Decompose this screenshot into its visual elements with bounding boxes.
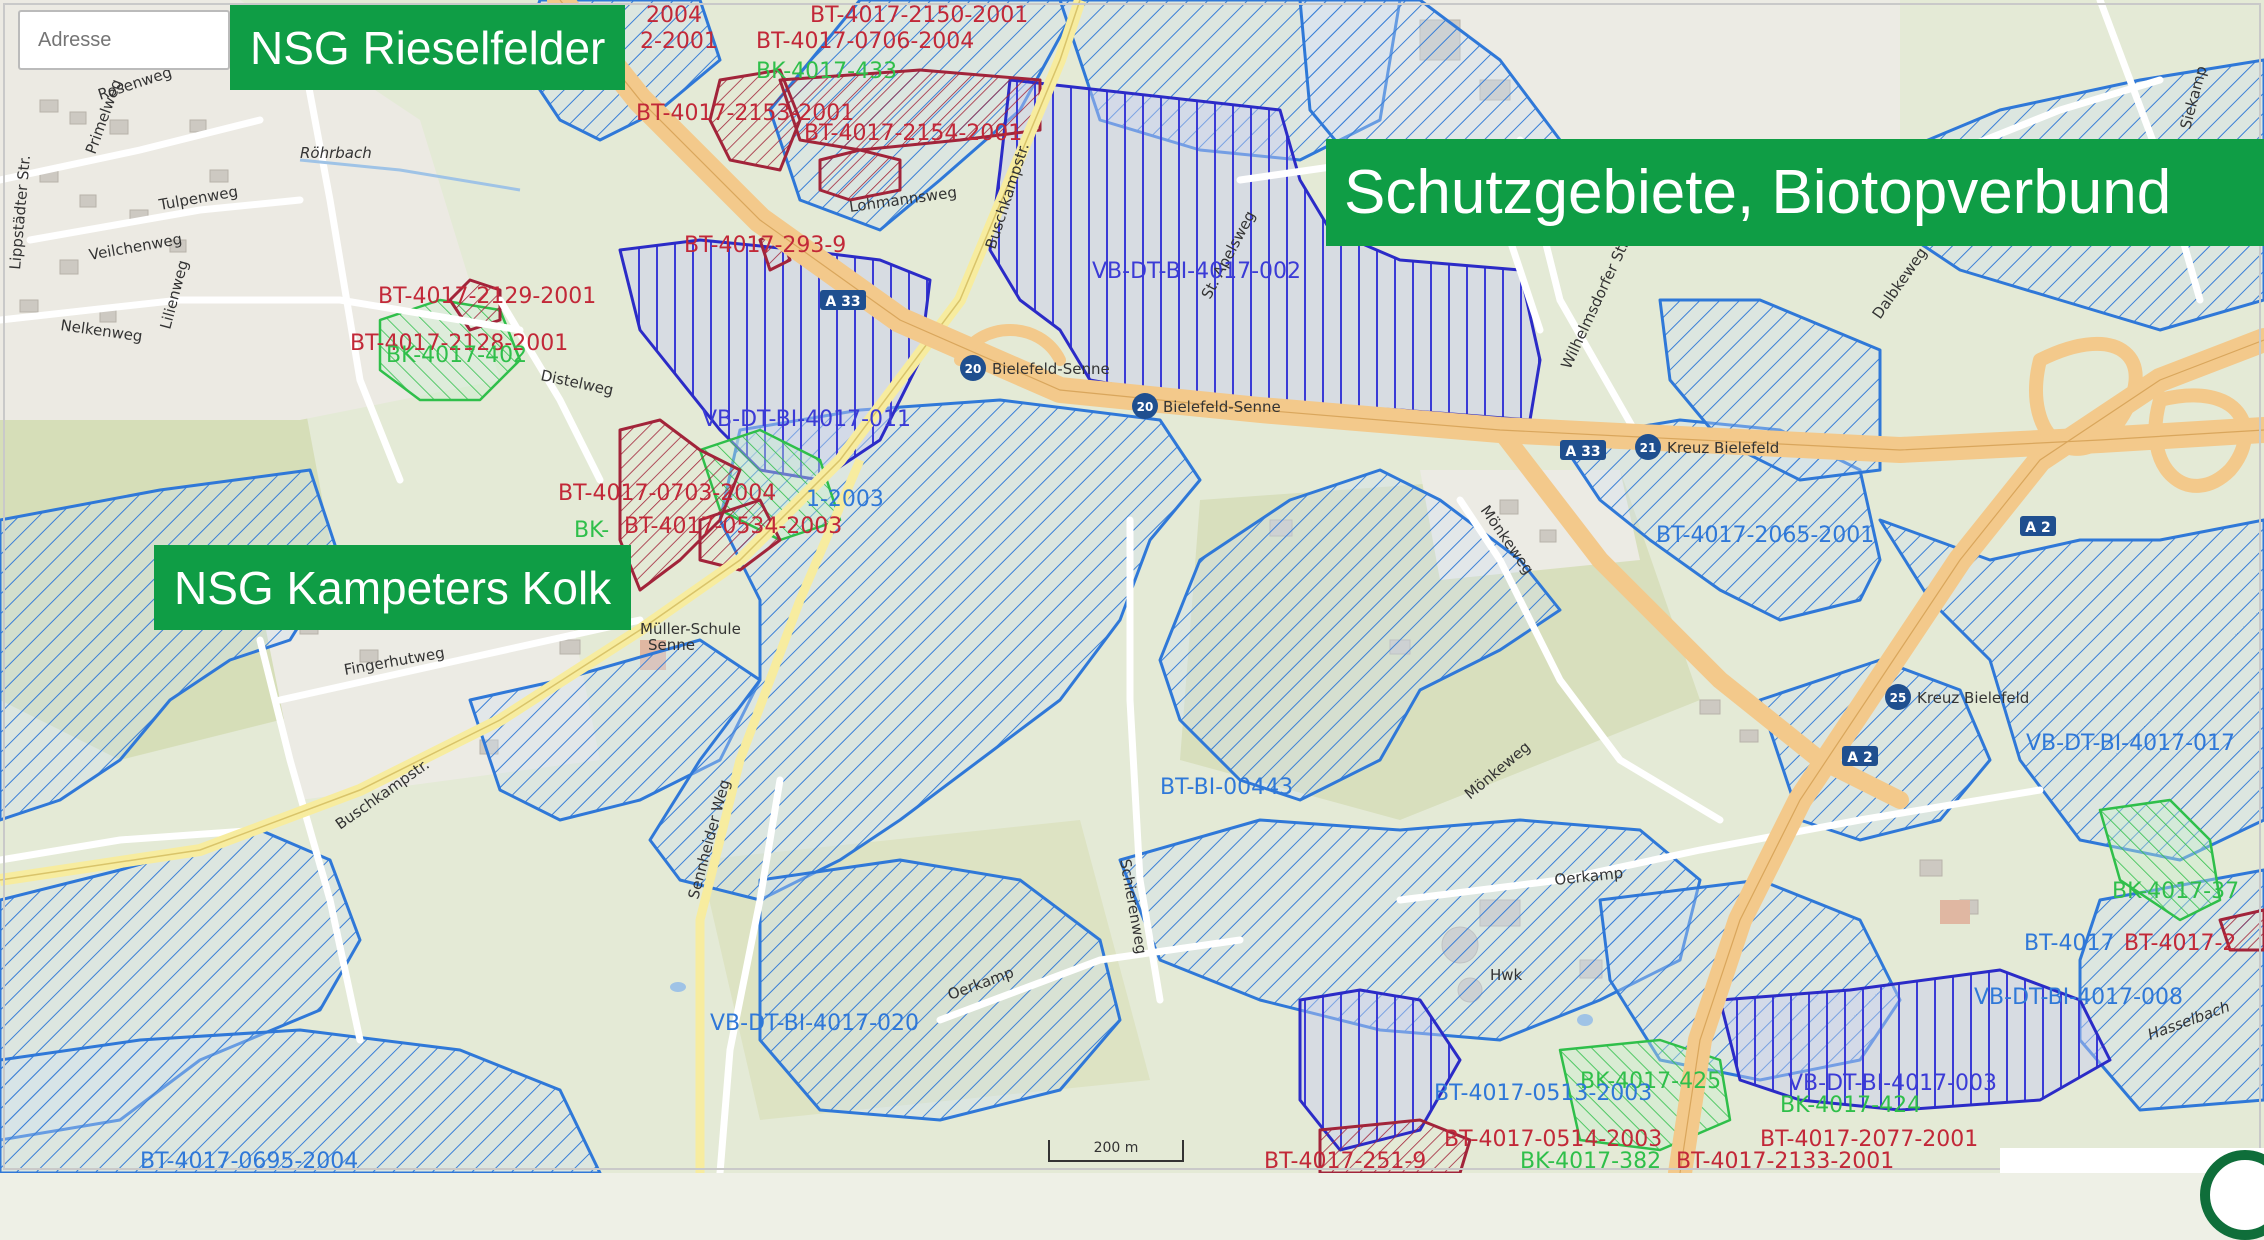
- map-frame: [3, 3, 2261, 1170]
- zone-label-bk-left: BK-: [574, 518, 609, 543]
- zone-label-bt-2065: BT-4017-2065-2001: [1656, 523, 1874, 548]
- minor-roads: [0, 0, 2204, 1173]
- stream-label-roehrbach: Röhrbach: [300, 144, 372, 162]
- school-building: [1940, 900, 1970, 924]
- zone-label-bk-37: BK-4017-37: [2112, 879, 2239, 904]
- pond: [1577, 1014, 1593, 1026]
- road-edge: [0, 0, 1081, 881]
- zone-label-bt-0706: BT-4017-0706-2004: [756, 29, 974, 54]
- zone-label-vb-002: VB-DT-BI-4017-002: [1092, 259, 1301, 284]
- zone-label-bk-402: BK-4017-402: [386, 343, 527, 368]
- junction-20-a: 20 Bielefeld-Senne: [960, 355, 1110, 381]
- shield-a33-top: A 33: [820, 290, 866, 310]
- stream-roehrbach: [299, 158, 521, 192]
- label-hwk: Hwk: [1490, 966, 1523, 984]
- svg-text:20: 20: [965, 362, 982, 376]
- zone-label-bk-433: BK-4017-433: [756, 59, 897, 84]
- junction-21: 21 Kreuz Bielefeld: [1635, 434, 1779, 460]
- zone-label-vb-008: VB-DT-BI-4017-008: [1974, 985, 2183, 1010]
- vb-areas: [618, 78, 2112, 1152]
- svg-text:A 33: A 33: [825, 294, 860, 310]
- svg-text:A 33: A 33: [1565, 444, 1600, 460]
- zone-label-bt-2129: BT-4017-2129-2001: [378, 284, 596, 309]
- zone-label-bt-293: BT-4017-293-9: [684, 233, 846, 258]
- school-label-2: Senne: [648, 636, 695, 654]
- scale-bar: 200 m: [1048, 1140, 1184, 1162]
- svg-text:A 2: A 2: [2025, 520, 2050, 536]
- zone-label-bt-4017-red-right: BT-4017-2: [2124, 931, 2236, 956]
- zone-label-bt-2150: BT-4017-2150-2001: [810, 3, 1028, 28]
- zone-label-bk-424: BK-4017-424: [1780, 1093, 1921, 1118]
- svg-text:Kreuz Bielefeld: Kreuz Bielefeld: [1917, 689, 2029, 707]
- shield-a2-low: A 2: [1842, 746, 1878, 766]
- zone-label-bt-bi-00443: BT-BI-00443: [1160, 775, 1293, 800]
- zone-label-bt-0703: BT-4017-0703-2004: [558, 481, 776, 506]
- settlement-area: [0, 0, 500, 420]
- sennheider-road: [695, 458, 865, 1173]
- svg-text:A 2: A 2: [1847, 750, 1872, 766]
- zone-label-bt-2153: BT-4017-2153-2001: [636, 101, 854, 126]
- zone-label-bt-2003-blue: 1-2003: [806, 487, 884, 512]
- school-label: Müller-Schule: [640, 620, 741, 638]
- svg-text:Kreuz Bielefeld: Kreuz Bielefeld: [1667, 439, 1779, 457]
- zone-label-vb-003: VB-DT-BI-4017-003: [1788, 1071, 1997, 1096]
- shield-a33-mid: A 33: [1560, 440, 1606, 460]
- svg-text:21: 21: [1640, 441, 1657, 455]
- nsg-rieselfelder-label: NSG Rieselfelder: [230, 5, 626, 90]
- svg-text:20: 20: [1137, 400, 1154, 414]
- pond: [670, 982, 686, 992]
- zone-label-2004: 2004: [646, 3, 702, 28]
- zone-label-vb-017: VB-DT-BI-4017-017: [2026, 731, 2235, 756]
- zone-label-bk-425: BK-4017-425: [1580, 1069, 1721, 1094]
- zone-label-bt-4017-right: BT-4017: [2024, 931, 2114, 956]
- zone-label-bt-0534: BT-4017-0534-2003: [624, 514, 842, 539]
- zone-label-2-2001: 2-2001: [640, 29, 718, 54]
- zone-label-vb-011: VB-DT-BI-4017-011: [702, 407, 911, 432]
- zone-label-bt-0514: BT-4017-0514-2003: [1444, 1127, 1662, 1152]
- motorway-edge: [559, 0, 2264, 1173]
- zone-label-bt-2077: BT-4017-2077-2001: [1760, 1127, 1978, 1152]
- zone-label-vb-020: VB-DT-BI-4017-020: [710, 1011, 919, 1036]
- scale-label: 200 m: [1093, 1140, 1139, 1156]
- zone-label-bt-0513: BT-4017-0513-2003: [1434, 1081, 1652, 1106]
- zone-label-bt-2154: BT-4017-2154-2001: [804, 121, 1022, 146]
- title-banner: Schutzgebiete, Biotopverbund: [1326, 139, 2264, 246]
- bt-areas: [448, 68, 2264, 1173]
- shield-a2-right: A 2: [2020, 516, 2056, 536]
- zone-label-bt-2128: BT-4017-2128-2001: [350, 331, 568, 356]
- svg-text:Bielefeld-Senne: Bielefeld-Senne: [1163, 398, 1281, 416]
- map-canvas[interactable]: A 33 A 33 A 2 A 2 20 Bielefeld-Senne 20 …: [0, 0, 2264, 1173]
- svg-text:25: 25: [1890, 691, 1907, 705]
- nsg-kampeters-kolk-label: NSG Kampeters Kolk: [154, 545, 632, 630]
- svg-text:Bielefeld-Senne: Bielefeld-Senne: [992, 360, 1110, 378]
- junction-20-b: 20 Bielefeld-Senne: [1132, 393, 1281, 419]
- bk-areas: [378, 298, 2222, 1152]
- address-search-input[interactable]: [18, 10, 230, 70]
- junction-25: 25 Kreuz Bielefeld: [1885, 684, 2029, 710]
